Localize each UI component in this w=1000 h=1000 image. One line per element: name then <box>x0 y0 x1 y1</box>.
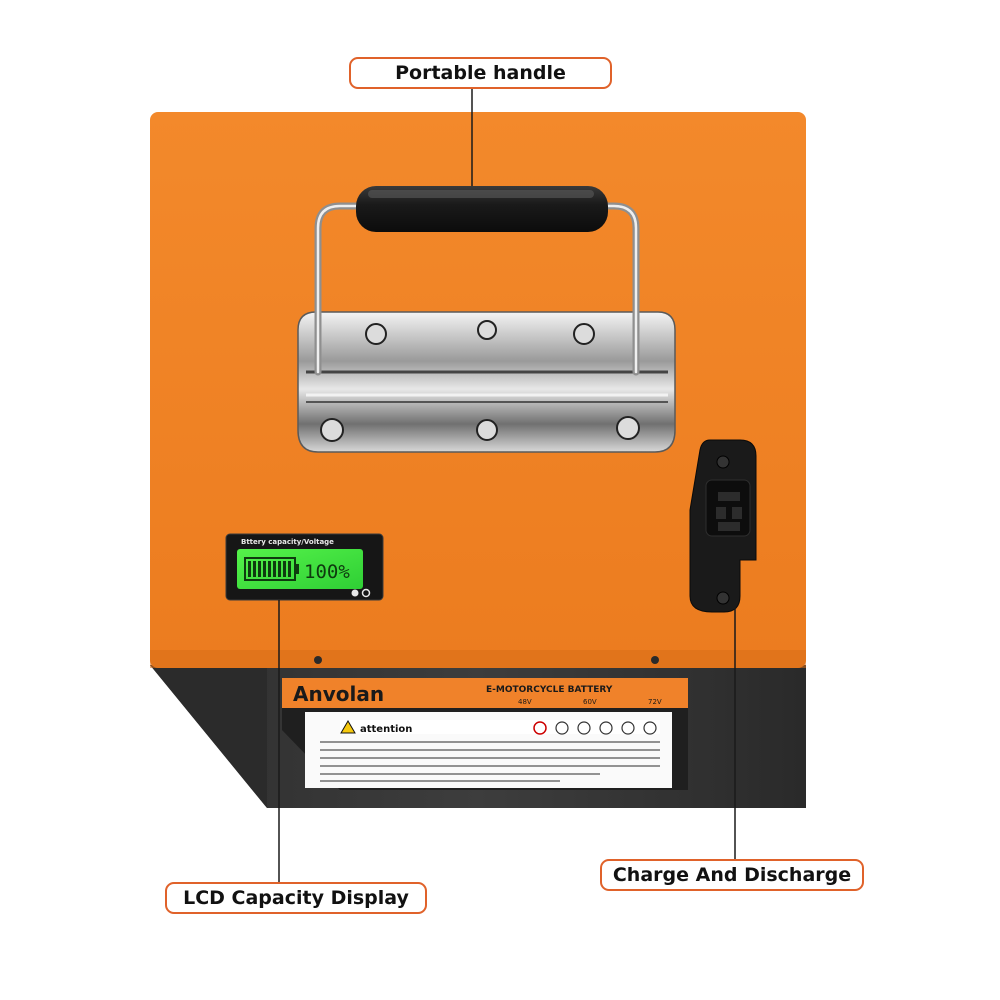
callout-portable-handle-label: Portable handle <box>395 62 566 84</box>
brand-name: Anvolan <box>293 682 384 706</box>
lcd-button-right <box>361 588 371 598</box>
callout-leader-lines <box>278 89 736 882</box>
voltage-option-48v: 48V <box>518 698 532 706</box>
voltage-option-60v: 60V <box>583 698 597 706</box>
callout-portable-handle: Portable handle <box>349 57 612 89</box>
lcd-reading: 100% <box>304 561 350 583</box>
lcd-capacity-display <box>225 533 384 601</box>
attention-heading: attention <box>360 724 412 735</box>
callout-lcd-capacity-display-label: LCD Capacity Display <box>183 887 409 909</box>
lcd-button-left <box>351 589 359 597</box>
voltage-option-72v: 72V <box>648 698 662 706</box>
callout-lcd-capacity-display: LCD Capacity Display <box>165 882 427 914</box>
warning-icons <box>533 721 657 735</box>
callout-charge-and-discharge: Charge And Discharge <box>600 859 864 891</box>
product-name: E-MOTORCYCLE BATTERY <box>486 685 613 695</box>
lcd-battery-bars <box>248 561 291 577</box>
screw-icons <box>320 320 640 442</box>
brand-label-panel <box>282 678 688 790</box>
callout-charge-and-discharge-label: Charge And Discharge <box>612 864 852 886</box>
portable-handle <box>297 186 676 453</box>
charge-discharge-socket <box>689 439 757 613</box>
lcd-title: Bttery capacity/Voltage <box>241 538 334 546</box>
